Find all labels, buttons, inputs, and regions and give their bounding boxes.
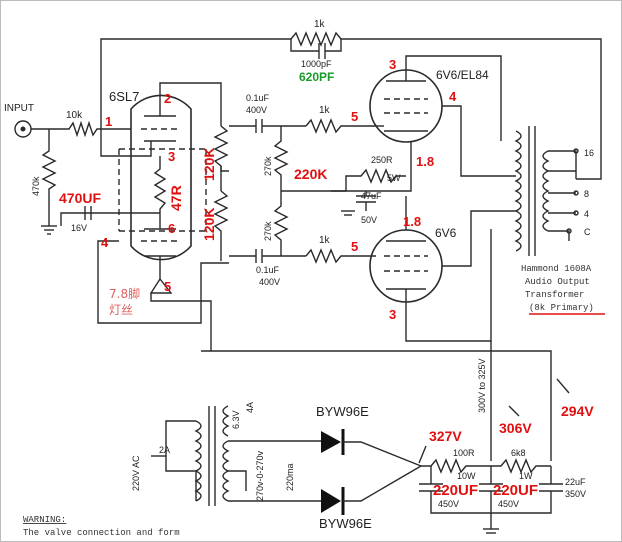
filter-cap1-label: 220UF xyxy=(433,482,478,499)
voltage-306: 306V xyxy=(499,420,532,436)
cathode-r-label: 250R xyxy=(371,155,393,165)
fuse-label: 2A xyxy=(159,445,170,455)
pin-v3-5: 5 xyxy=(351,239,358,254)
plate-load2-label: 120K xyxy=(201,208,217,241)
ac-input-label: 220V AC xyxy=(131,455,141,491)
pin-v1-2: 2 xyxy=(164,91,171,106)
warning-text: The valve connection and form xyxy=(23,528,180,538)
rectifier-diodes xyxy=(321,429,422,515)
cpl2-voltage: 400V xyxy=(259,277,280,287)
grid-resistor-label: 470k xyxy=(31,176,41,196)
filter-cap2-label: 220UF xyxy=(493,482,538,499)
tube-6v6-el84-label: 6V6/EL84 xyxy=(436,68,489,82)
tube-6sl7 xyxy=(91,94,229,351)
cathode-c-voltage: 50V xyxy=(361,215,377,225)
bias-mod-label: 220K xyxy=(294,166,327,182)
cpl1-label: 0.1uF xyxy=(246,93,270,103)
grid-leak1-label: 270k xyxy=(263,156,273,176)
diode1-label: BYW96E xyxy=(316,404,369,419)
tube-6v6-upper xyxy=(331,55,516,192)
diode2-label: BYW96E xyxy=(319,516,372,531)
filter-cap2-voltage: 450V xyxy=(498,499,519,509)
hv-voltage: 270v-0-270v xyxy=(255,450,265,501)
pin-v2-3: 3 xyxy=(389,57,396,72)
tap-4: 4 xyxy=(584,209,589,219)
ot-line3: Transformer xyxy=(525,290,584,300)
warning-title: WARNING: xyxy=(23,515,66,525)
heater-voltage: 6.3V xyxy=(231,410,241,429)
cpl1-voltage: 400V xyxy=(246,105,267,115)
feedback-resistor-label: 1k xyxy=(314,19,326,30)
voltage-327: 327V xyxy=(429,428,462,444)
tap-c: C xyxy=(584,227,591,237)
ot-title: Hammond 1608A xyxy=(521,264,592,274)
coupling-caps xyxy=(255,119,306,263)
hv-current: 220ma xyxy=(285,463,295,491)
pin-v1-4: 4 xyxy=(101,235,109,250)
bplus-range-label: 300V to 325V xyxy=(477,358,487,413)
tube-6v6-lower xyxy=(369,196,516,342)
pin-v2-4: 4 xyxy=(449,89,457,104)
grid-stoppers xyxy=(305,118,376,264)
power-transformer xyxy=(151,405,321,506)
tube-6v6-label: 6V6 xyxy=(435,226,457,240)
cathode-bias-network xyxy=(341,168,406,216)
voltage-294: 294V xyxy=(561,403,594,419)
feedback-cap-label: 1000pF xyxy=(301,59,332,69)
pin-v1-1: 1 xyxy=(105,114,112,129)
bplus-rails xyxy=(201,341,552,461)
heater-amps: 4A xyxy=(245,402,255,413)
pin-v1-3: 3 xyxy=(168,149,175,164)
cathode-c-label: 47uF xyxy=(361,191,382,201)
grid-stopper2-label: 1k xyxy=(319,235,331,246)
filter-cap3-label: 22uF xyxy=(565,477,586,487)
feedback-cap-mod-label: 620PF xyxy=(299,70,334,84)
cathode-cap-voltage: 16V xyxy=(71,223,87,233)
tap-16: 16 xyxy=(584,148,594,158)
pin-v2-5: 5 xyxy=(351,109,358,124)
heater-note-line1: 7.8脚 xyxy=(109,286,140,301)
tube-6sl7-label: 6SL7 xyxy=(109,89,139,104)
input-jack xyxy=(14,120,113,235)
filter-r2-watt: 1W xyxy=(519,471,533,481)
grid-stopper1-label: 1k xyxy=(319,105,331,116)
cathode-resistor-label: 47R xyxy=(168,185,184,211)
output-transformer xyxy=(514,126,579,256)
heater-note-line2: 灯丝 xyxy=(109,303,133,317)
filter-r1-watt: 10W xyxy=(457,471,476,481)
cathode-cap xyxy=(60,206,92,226)
input-label: INPUT xyxy=(4,103,34,114)
pin-v1-5: 5 xyxy=(164,279,171,294)
plate-load1-label: 120K xyxy=(201,148,217,181)
plate-loads xyxy=(159,82,256,261)
filter-network xyxy=(419,458,563,534)
pin-v2-1.8: 1.8 xyxy=(416,154,434,169)
ot-line4: (8k Primary) xyxy=(529,303,594,313)
input-resistor-label: 10k xyxy=(66,110,83,121)
grid-leak2-label: 270k xyxy=(263,221,273,241)
ot-line2: Audio Output xyxy=(525,277,590,287)
pin-v3-3: 3 xyxy=(389,307,396,322)
cathode-cap-label: 470UF xyxy=(59,190,101,206)
tap-8: 8 xyxy=(584,189,589,199)
cpl2-label: 0.1uF xyxy=(256,265,280,275)
filter-cap3-voltage: 350V xyxy=(565,489,586,499)
filter-r1-label: 100R xyxy=(453,448,475,458)
filter-r2-label: 6k8 xyxy=(511,448,526,458)
pin-v3-1.8: 1.8 xyxy=(403,214,421,229)
cathode-r-watt: 5W xyxy=(387,173,401,183)
pin-v1-6: 6 xyxy=(168,221,175,236)
filter-cap1-voltage: 450V xyxy=(438,499,459,509)
feedback-network xyxy=(100,31,602,180)
